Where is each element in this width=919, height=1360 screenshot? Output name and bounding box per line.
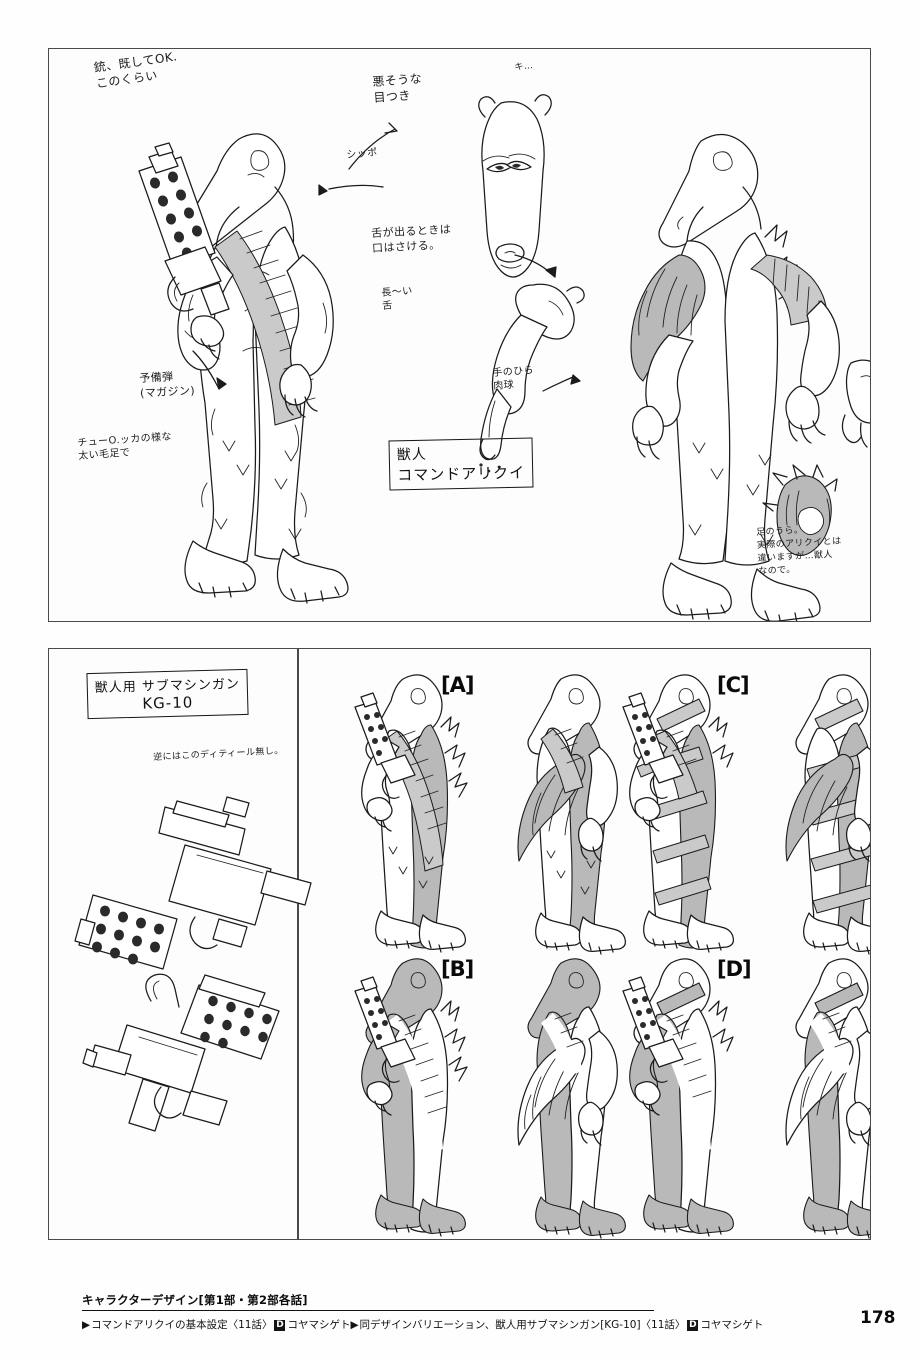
variation-a-label: [A] <box>441 673 474 697</box>
figure-smg-upper <box>74 787 312 970</box>
bullet-triangle-1: ▶ <box>82 1319 91 1331</box>
note-reverse-no-detail: 逆にはこのディティール無し。 <box>153 746 284 763</box>
variation-c-back-figure <box>769 663 870 955</box>
bullet-triangle-2: ▶ <box>350 1319 359 1331</box>
figure-submachinegun-held <box>101 142 231 329</box>
variation-d-front-figure <box>605 943 735 1237</box>
figure-head-closeup <box>439 94 579 285</box>
variation-d-label: [D] <box>717 957 752 981</box>
figure-hand-claw-detail <box>827 349 870 459</box>
page-number: 178 <box>860 1308 896 1328</box>
variation-c-front-figure <box>605 659 735 953</box>
figure-smg-lower <box>82 967 307 1147</box>
figure-arm-and-tongue <box>437 271 597 473</box>
variation-d-back-figure <box>769 947 870 1239</box>
designer-badge-1: D <box>274 1320 286 1331</box>
weapon-title-line-2: KG-10 <box>142 693 194 713</box>
design-variations-and-weapon-panel: 獣人用 サブマシンガン KG-10 逆にはこのディティール無し。 <box>48 648 871 1240</box>
panel-vertical-divider <box>297 649 299 1239</box>
variation-b-label: [B] <box>441 957 474 981</box>
variation-a-back-figure <box>501 663 641 955</box>
variation-b-back-figure <box>501 947 641 1239</box>
annotation-arrows <box>192 122 581 392</box>
character-title-box: 獣人 コマンドアリクイ <box>388 437 534 491</box>
weapon-title-box: 獣人用 サブマシンガン KG-10 <box>86 668 249 720</box>
footer-section-heading: キャラクターデザイン[第1部・第2部各話] <box>82 1293 308 1307</box>
title-line-1: 獣人 <box>396 446 427 464</box>
footer-entry-2: 同デザインバリエーション、獣人用サブマシンガン[KG-10]〈11話〉 <box>359 1319 686 1331</box>
footer-entry-1: コマンドアリクイの基本設定〈11話〉 <box>91 1319 273 1331</box>
footer-credit-1: コヤマシゲト <box>287 1319 351 1331</box>
variation-b-front-figure <box>337 943 468 1237</box>
designer-badge-2: D <box>687 1320 699 1331</box>
figure-foot-sole-detail <box>749 464 869 575</box>
footer: キャラクターデザイン[第1部・第2部各話] <box>82 1292 842 1308</box>
footer-underline <box>82 1310 654 1311</box>
character-base-design-panel: 銃、既してOK. このくらい 悪そうな 目つき シッポ 舌が出るときは 口はさけ… <box>48 48 871 622</box>
title-line-2: コマンドアリクイ <box>397 463 526 485</box>
variation-c-label: [C] <box>717 673 750 697</box>
figure-back-view <box>569 87 869 621</box>
weapon-title-line-1: 獣人用 サブマシンガン <box>94 677 241 696</box>
variation-a-front-figure <box>337 659 468 953</box>
footer-credit-2: コヤマシゲト <box>700 1319 764 1331</box>
